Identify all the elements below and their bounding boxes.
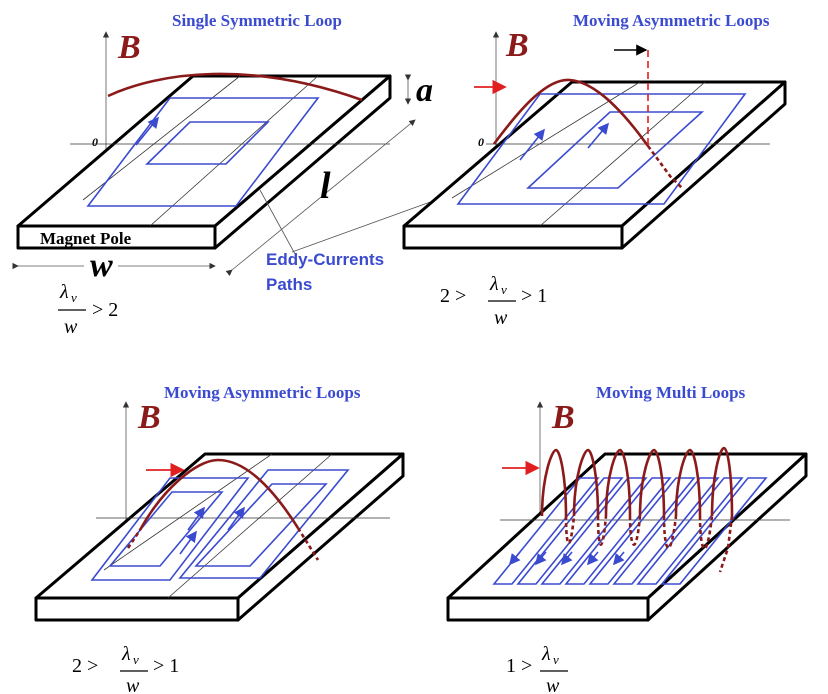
origin-label: 0 (478, 135, 484, 149)
panel-title: Moving Asymmetric Loops (573, 11, 770, 30)
loop-direction-arrow (560, 551, 573, 566)
b-axis-label: B (505, 27, 529, 64)
annotation-leader (259, 189, 296, 255)
loop-direction-arrow (519, 128, 545, 161)
magnet-pole-side (236, 452, 405, 622)
eddy-loop (564, 477, 672, 585)
magnet-pole-label: Magnet Pole (40, 229, 132, 248)
b-axis-label: B (117, 29, 141, 66)
magnet-pole-front (402, 224, 624, 250)
loop-direction-arrow (534, 551, 547, 566)
ratio-left: 2 > (72, 655, 98, 677)
b-field-curve (138, 458, 300, 531)
loop-direction-arrow (612, 551, 625, 566)
ratio-denominator: w (546, 675, 560, 694)
width-symbol: w (90, 247, 113, 284)
panel-title: Moving Asymmetric Loops (164, 383, 361, 402)
eddy-loop (492, 477, 600, 585)
thickness-symbol: a (416, 72, 433, 109)
b-field-curve-hidden (296, 527, 320, 561)
ratio-left: 1 > (506, 655, 532, 677)
eddy-loop (636, 477, 744, 585)
loop-direction-arrow (586, 551, 599, 566)
b-field-curve-hidden (126, 529, 142, 549)
eddy-loop-inner (194, 483, 328, 567)
eddy-loop (588, 477, 696, 585)
panel-title: Single Symmetric Loop (172, 11, 342, 30)
b-axis-label: B (137, 399, 161, 436)
panel-title: Moving Multi Loops (596, 383, 746, 402)
eddy-loop (90, 477, 250, 581)
ratio-left: 2 > (440, 285, 466, 307)
panel-moving-asymmetric-loops-top: Moving Asymmetric Loops B 0 2 > λ ν w > … (402, 11, 787, 329)
origin-label: 0 (92, 135, 98, 149)
panel-moving-multi-loops: Moving Multi Loops B 1 > λ (446, 383, 808, 694)
ratio-subscript: ν (133, 652, 139, 667)
b-field-oscillation-hidden (564, 515, 734, 573)
annotation-line1: Eddy-Currents (266, 250, 384, 269)
eddy-loop-outer (86, 97, 320, 207)
loop-direction-arrow (135, 116, 160, 146)
loop-direction-arrow (227, 506, 245, 531)
panel-single-symmetric-loop: Single Symmetric Loop B 0 a l w Magnet P… (12, 11, 433, 338)
wavelength-ratio: 1 > λ ν w (506, 643, 568, 694)
ratio-right: > 1 (521, 285, 547, 307)
grid-line (539, 81, 706, 227)
ratio-subscript: ν (553, 652, 559, 667)
wavelength-ratio: 2 > λ ν w > 1 (72, 643, 179, 694)
ratio-subscript: ν (501, 282, 507, 297)
eddy-loop-inner (108, 491, 224, 567)
eddy-currents-annotation: Eddy-Currents Paths (259, 174, 506, 294)
eddy-loop (540, 477, 648, 585)
ratio-numerator: λ (541, 643, 551, 665)
magnet-pole-front (34, 596, 240, 622)
length-arrow (225, 119, 416, 277)
magnet-pole-side (620, 80, 787, 250)
ratio-numerator: λ (121, 643, 131, 665)
eddy-loop-outer (456, 93, 747, 205)
multi-loop-group (492, 477, 768, 585)
ratio-denominator: w (126, 675, 140, 694)
grid-line (103, 453, 273, 571)
annotation-line2: Paths (266, 275, 312, 294)
length-symbol: l (320, 165, 331, 207)
grid-line (167, 453, 333, 599)
width-label-bg (84, 254, 118, 278)
b-field-curve (492, 78, 650, 147)
ratio-numerator: λ (59, 281, 69, 303)
loop-direction-arrow (187, 506, 205, 531)
loop-direction-arrow (179, 530, 197, 555)
ratio-numerator: λ (489, 273, 499, 295)
magnet-pole-side (646, 452, 808, 622)
b-axis-label: B (551, 399, 575, 436)
eddy-loop-inner (525, 111, 705, 189)
b-field-curve-hidden (646, 145, 683, 189)
loop-direction-arrow (508, 551, 521, 566)
b-field-curve (107, 72, 363, 102)
ratio-denominator: w (64, 316, 78, 338)
wavelength-ratio: λ ν w > 2 (58, 281, 118, 338)
ratio-subscript: ν (71, 290, 77, 305)
eddy-loop (178, 469, 350, 579)
panel-moving-asymmetric-loops-bottom: Moving Asymmetric Loops B 2 > λ ν w > 1 (34, 383, 405, 694)
loop-direction-arrow (587, 122, 610, 149)
ratio-denominator: w (494, 307, 508, 329)
eddy-loop (516, 477, 624, 585)
ratio-right: > 1 (153, 655, 179, 677)
wavelength-ratio: 2 > λ ν w > 1 (440, 273, 547, 329)
magnet-pole-front (446, 596, 650, 622)
eddy-loop (660, 477, 768, 585)
ratio-right: > 2 (92, 299, 118, 321)
eddy-loop (612, 477, 720, 585)
b-field-oscillation (540, 446, 734, 517)
